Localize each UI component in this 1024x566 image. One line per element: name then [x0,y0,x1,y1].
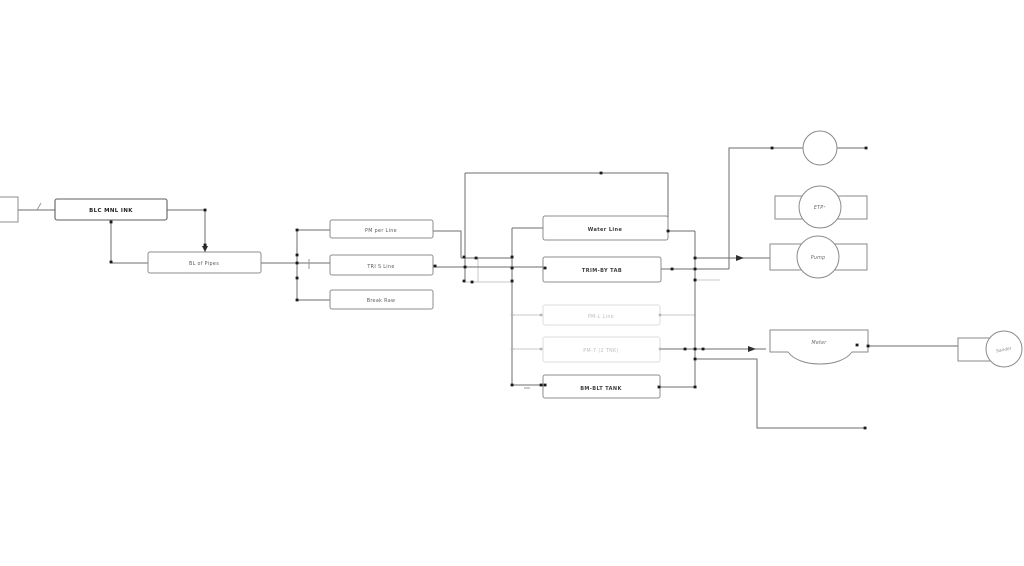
node-water-line-box [542,215,669,241]
node-pm-per-line-label: PM per Line [365,228,397,234]
node-water-line-label: Water Line [588,227,623,233]
etp-label: ETP⁺ [814,205,826,211]
pump-label: Pump [811,255,825,261]
junction-dots [109,146,870,430]
node-pm-7-tnk-label: PM-7 (2 TNK) [583,348,619,354]
node-pm-l-line-label: PM-L Line [588,314,614,320]
node-inlet-box [0,196,19,223]
etp-instrument: ETP⁺ [774,185,868,229]
tick-marks [36,202,530,389]
node-blc-mnl-ink-label: BLC MNL INK [89,208,133,214]
flow-arrowheads [202,246,756,352]
sander-label: Sander [996,346,1014,355]
junction-dots-faint [510,313,662,351]
sander-circle-icon [985,330,1023,368]
gauge-circle-icon [802,130,838,166]
pipe-segments-faint [464,258,720,350]
etp-circle-icon [798,185,842,229]
node-trim-by-tab-label: TRIM-BY TAB [582,268,622,274]
meter-label: Meter [812,340,828,346]
node-tri-s-line-label: TRI S Line [366,264,394,270]
node-break-raw-box [329,289,434,310]
node-bl-of-pipes-box [147,251,262,274]
node-bl-of-pipes-label: BL of Pipes [189,261,219,267]
node-blc-mnl-ink-box [54,198,168,221]
gauge-circle-instrument [802,130,838,166]
node-bm-blt-tank-label: BM-BLT TANK [580,386,622,392]
pump-instrument: Pump [769,235,868,279]
meter-body [769,329,869,365]
meter-instrument: Meter [769,329,869,365]
node-trim-by-tab-box [542,256,662,283]
sander-instrument: Sander [957,330,1023,368]
node-break-raw-label: Break Raw [367,298,396,304]
node-tri-s-line-box [329,254,434,276]
pump-circle-icon [796,235,840,279]
node-pm-per-line-box [329,219,434,239]
